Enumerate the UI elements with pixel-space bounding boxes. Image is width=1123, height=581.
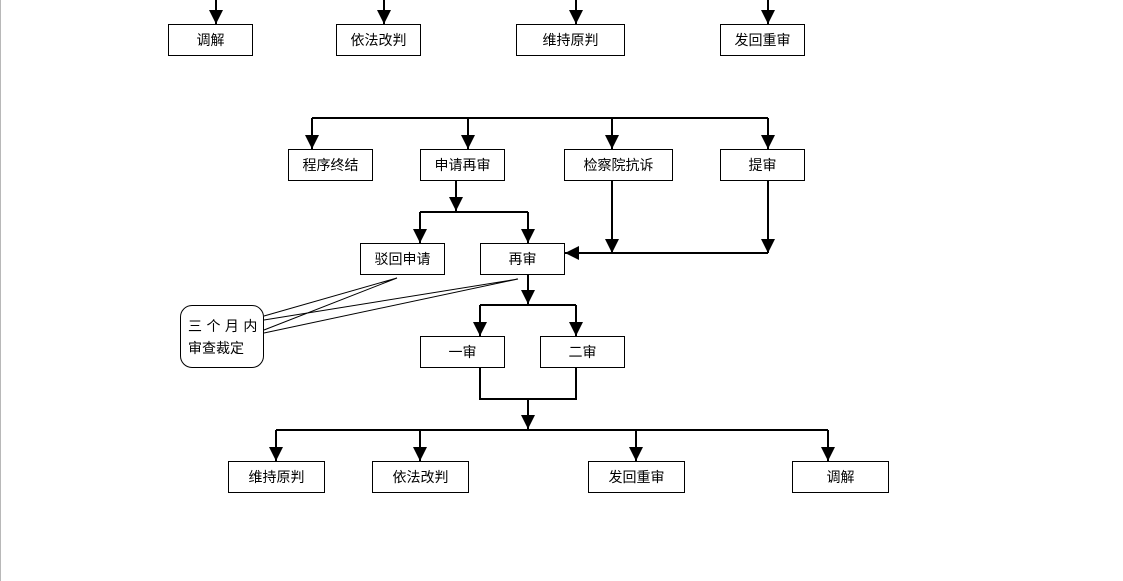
merge-line bbox=[479, 368, 577, 400]
first-instance-box: 一审 bbox=[420, 336, 505, 368]
bottom-amend-judgment-box: 依法改判 bbox=[372, 461, 469, 493]
page-left-border bbox=[0, 0, 1, 581]
bottom-uphold-judgment-box: 维持原判 bbox=[228, 461, 325, 493]
second-instance-box: 二审 bbox=[540, 336, 625, 368]
retrial-box: 再审 bbox=[480, 243, 565, 275]
top-remand-retrial-box: 发回重审 bbox=[720, 24, 805, 56]
apply-retrial-box: 申请再审 bbox=[420, 149, 505, 181]
bottom-mediation-box: 调解 bbox=[792, 461, 889, 493]
review-period-callout: 三 个 月 内 审查裁定 bbox=[180, 305, 264, 368]
procuratorate-protest-box: 检察院抗诉 bbox=[564, 149, 673, 181]
callout-pointer-reject bbox=[263, 277, 398, 331]
callout-line-1: 三 个 月 内 bbox=[188, 319, 258, 335]
top-amend-judgment-box: 依法改判 bbox=[336, 24, 421, 56]
reject-application-box: 驳回申请 bbox=[360, 243, 445, 275]
callout-line-2: 审查裁定 bbox=[188, 341, 244, 357]
top-mediation-box: 调解 bbox=[168, 24, 253, 56]
procedure-terminated-box: 程序终结 bbox=[288, 149, 373, 181]
top-uphold-judgment-box: 维持原判 bbox=[516, 24, 625, 56]
callout-pointer-retrial bbox=[263, 278, 519, 334]
bottom-remand-retrial-box: 发回重审 bbox=[588, 461, 685, 493]
court-review-box: 提审 bbox=[720, 149, 805, 181]
